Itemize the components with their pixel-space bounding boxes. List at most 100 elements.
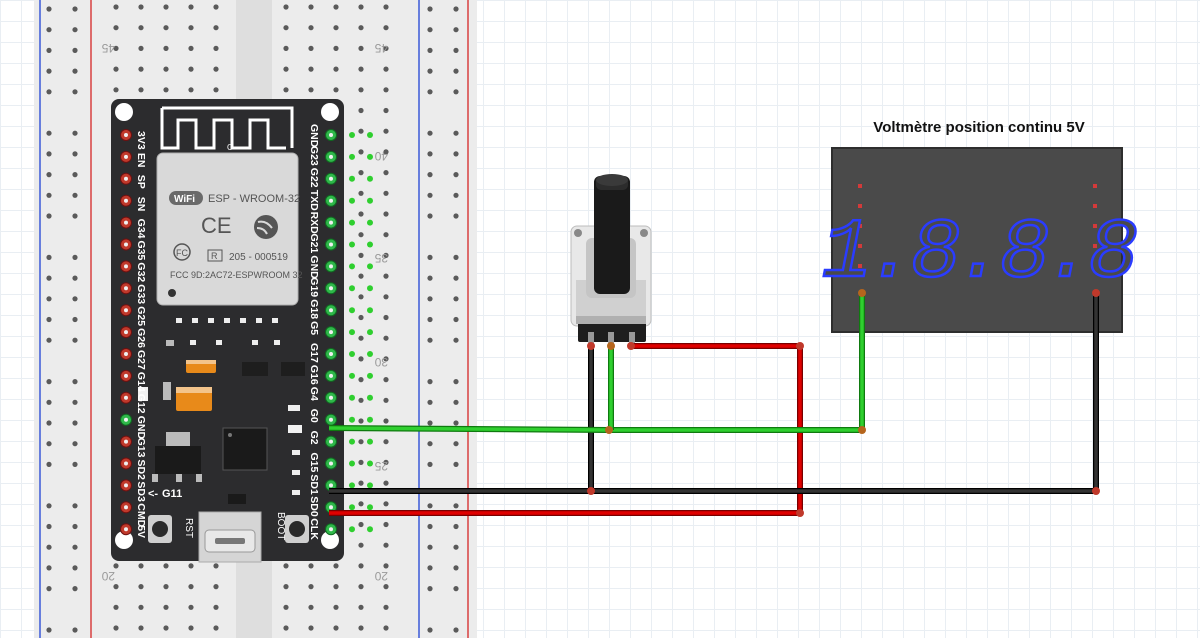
esp32-board[interactable]: C WiFi ESP - WROOM-32 CE FC R 205 - 0005… (111, 99, 373, 563)
breadboard-hole (383, 294, 389, 300)
left-pin-label: G25 (135, 306, 147, 326)
breadboard-hole (383, 25, 389, 31)
connected-hole (367, 394, 373, 401)
breadboard-hole (138, 45, 144, 52)
breadboard-hole (113, 4, 119, 10)
pin-hole (124, 527, 128, 532)
boot-button[interactable] (285, 515, 309, 543)
rail-hole (427, 151, 433, 157)
breadboard-hole (358, 66, 364, 72)
breadboard-hole (383, 314, 389, 321)
breadboard-hole (383, 459, 389, 465)
pin-hole (124, 133, 128, 137)
breadboard-hole (283, 604, 289, 610)
r-code: 205 - 000519 (229, 252, 288, 263)
rail-hole (46, 6, 52, 12)
rail-hole (453, 461, 459, 467)
breadboard-hole (188, 563, 194, 569)
breadboard-hole (358, 335, 364, 341)
breadboard-hole (163, 4, 169, 10)
breadboard-hole (283, 45, 289, 52)
row-number-20-left: 20 (101, 569, 115, 583)
breadboard-hole (213, 45, 219, 52)
micro-usb-port[interactable] (198, 511, 262, 563)
rail-hole (72, 47, 78, 54)
breadboard-hole (383, 128, 389, 134)
breadboard-row-numbers: 45 45 40 35 30 25 20 20 (101, 41, 388, 583)
connected-hole (349, 482, 355, 489)
left-pin-label: G32 (135, 262, 147, 282)
breadboard-hole (383, 4, 389, 10)
breadboard-hole (163, 604, 169, 610)
breadboard-hole (188, 87, 194, 93)
connected-hole (367, 372, 373, 379)
rail-hole (72, 544, 78, 550)
rail-hole (427, 627, 433, 633)
connected-hole (349, 504, 355, 511)
wire-junction (1092, 289, 1100, 297)
pin-hole (329, 242, 333, 247)
wire-junction (796, 342, 804, 350)
breadboard-hole (358, 625, 364, 631)
breadboard-hole (163, 66, 169, 72)
pin-hole (124, 330, 128, 335)
breadboard-hole (138, 625, 144, 631)
breadboard-hole (308, 604, 314, 610)
breadboard-hole (383, 335, 389, 341)
breadboard-hole (213, 4, 219, 10)
breadboard-hole (358, 521, 364, 528)
rail-hole (427, 586, 433, 592)
rail-hole (46, 89, 52, 95)
breadboard-hole (283, 66, 289, 72)
connected-hole (367, 219, 373, 226)
rail-hole (46, 192, 52, 198)
rail-hole (46, 254, 52, 260)
pin-hole (124, 439, 128, 444)
left-pin-label: EN (135, 153, 147, 168)
boot-label: BOOT (275, 512, 286, 540)
rail-hole (427, 441, 433, 447)
connected-hole (367, 504, 373, 511)
rail-hole (46, 316, 52, 323)
rail-hole (427, 27, 433, 33)
rail-hole (46, 441, 52, 447)
black-wire[interactable] (329, 293, 1099, 494)
rail-hole (427, 172, 433, 178)
rail-hole (453, 503, 459, 509)
breadboard-hole (308, 563, 314, 569)
row-number-35: 35 (374, 251, 388, 265)
rail-hole (72, 523, 78, 530)
smd-components (138, 318, 305, 504)
wire-junction (605, 426, 613, 434)
rail-hole (72, 337, 78, 343)
rail-hole (72, 503, 78, 509)
breadboard-hole (213, 66, 219, 72)
rail-hole (453, 213, 459, 219)
connected-hole (349, 307, 355, 314)
breadboard-hole (358, 4, 364, 10)
right-pin-label: G23 (308, 146, 320, 166)
breadboard-hole (163, 625, 169, 631)
breadboard-hole (138, 604, 144, 610)
rail-hole (427, 544, 433, 550)
right-pin-label: G2 (308, 431, 320, 445)
green-wire[interactable] (328, 293, 865, 433)
breadboard-hole (383, 501, 389, 507)
potentiometer-knob[interactable] (594, 176, 630, 294)
rail-hole (46, 627, 52, 633)
potentiometer[interactable] (570, 174, 652, 346)
pin-hole (329, 461, 333, 466)
left-pin-label: SN (135, 197, 147, 212)
connected-hole (367, 197, 373, 204)
rst-button[interactable] (148, 515, 172, 543)
connected-hole (367, 416, 373, 423)
breadboard-hole (358, 397, 364, 403)
pin-hole (329, 439, 333, 444)
rail-hole (72, 441, 78, 447)
breadboard-hole (383, 149, 389, 155)
rail-hole (453, 27, 459, 33)
rail-hole (72, 27, 78, 33)
connected-hole (349, 197, 355, 204)
breadboard-hole (188, 45, 194, 52)
